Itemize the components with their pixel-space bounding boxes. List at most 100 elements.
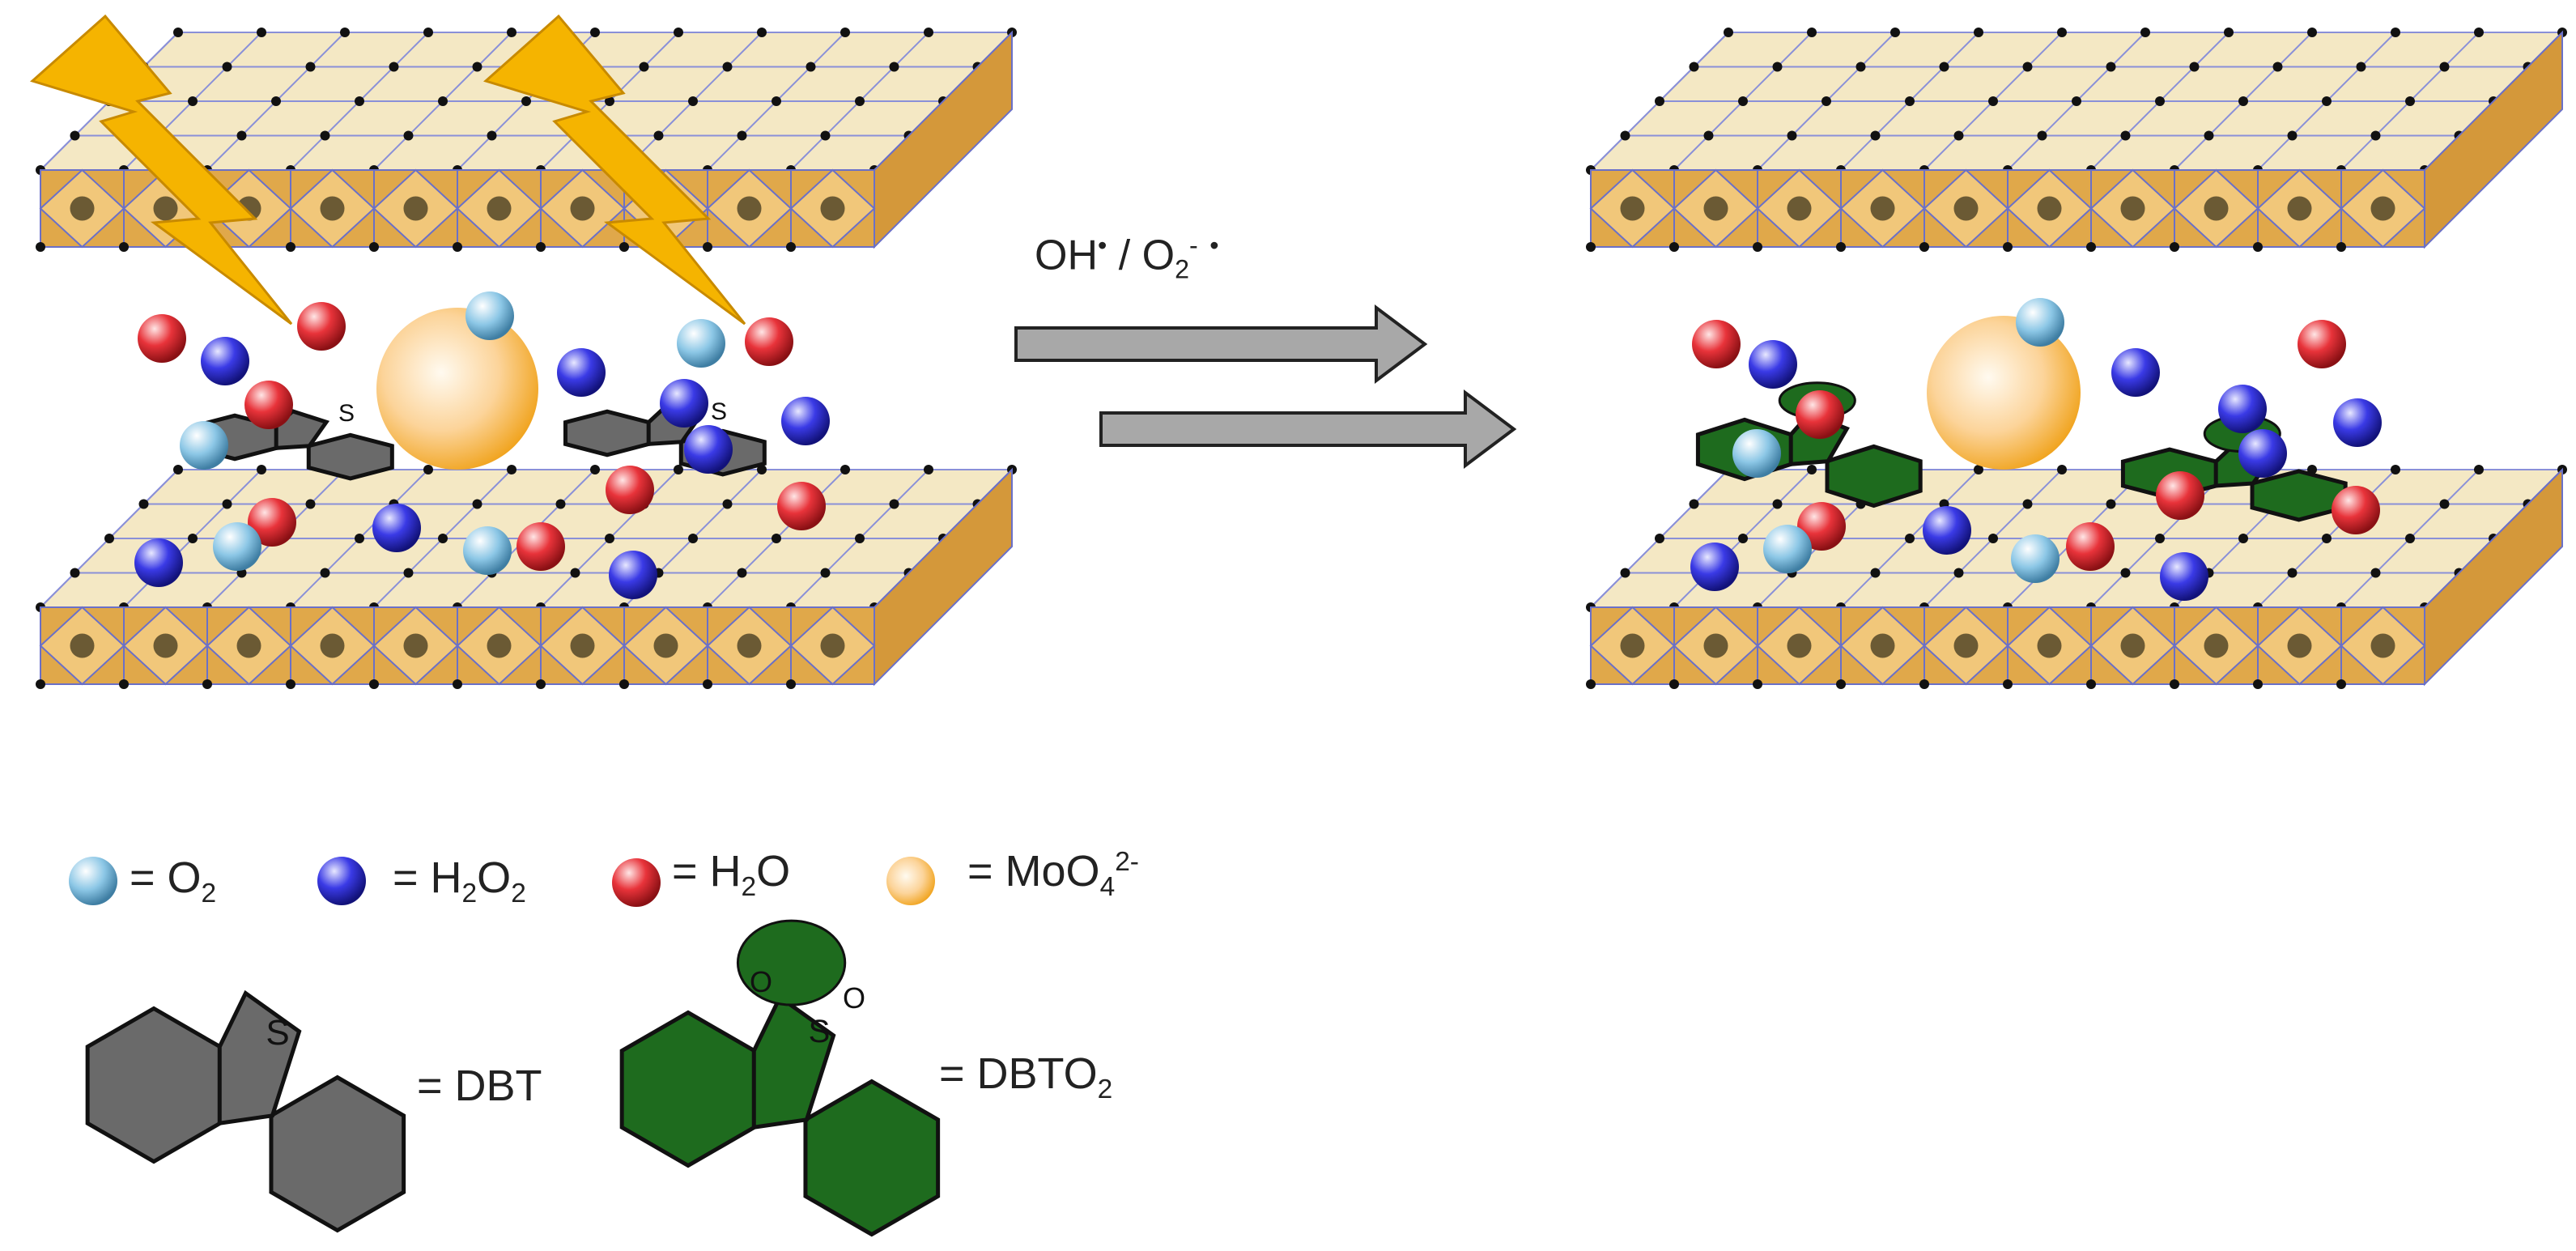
slab-vertex-dot xyxy=(2224,28,2234,37)
slab-vertex-dot xyxy=(855,96,865,106)
slab-vertex-dot xyxy=(1870,568,1881,578)
legend-dbto2-label: = DBTO2 xyxy=(939,1049,1113,1104)
h2o2-sphere xyxy=(781,397,830,445)
slab-vertex-dot xyxy=(2003,679,2013,689)
h2o2-sphere xyxy=(134,538,183,587)
sulfone-group xyxy=(736,919,847,1006)
reaction-arrows xyxy=(1014,304,1517,469)
slab-vertex-dot xyxy=(757,465,767,474)
slab-vertex-dot xyxy=(2057,28,2067,37)
slab-vertex-dot xyxy=(423,465,433,474)
slab-vertex-dot xyxy=(320,568,330,578)
slab-vertex-dot xyxy=(2022,62,2033,72)
octahedron-core xyxy=(320,633,345,658)
legend-moo4-label: = MoO42- xyxy=(967,847,1139,902)
h2o-sphere xyxy=(777,482,826,530)
slab-vertex-dot xyxy=(173,28,183,37)
slab-vertex-dot xyxy=(188,96,198,106)
slab-vertex-dot xyxy=(1836,679,1846,689)
slab-vertex-dot xyxy=(703,679,712,689)
slab-vertex-dot xyxy=(722,62,733,72)
slab-vertex-dot xyxy=(2439,499,2450,509)
slab-vertex-dot xyxy=(2086,679,2096,689)
slab-vertex-dot xyxy=(2120,568,2131,578)
slab-vertex-dot xyxy=(2155,96,2165,106)
legend-o2-sphere xyxy=(69,857,117,905)
slab-vertex-dot xyxy=(1787,130,1797,141)
slab-vertex-dot xyxy=(36,679,45,689)
slab-vertex-dot xyxy=(2322,534,2332,543)
sulfur-atom-label: S xyxy=(338,400,355,427)
slab-vertex-dot xyxy=(639,62,649,72)
benzene-ring xyxy=(563,409,652,457)
h2o-sphere xyxy=(2066,522,2115,571)
slab-vertex-dot xyxy=(1738,534,1748,543)
slab-vertex-dot xyxy=(840,465,850,474)
slab-vertex-dot xyxy=(1689,62,1699,72)
slab-vertex-dot xyxy=(222,62,232,72)
slab-vertex-dot xyxy=(286,679,295,689)
slab-vertex-dot xyxy=(1703,130,1714,141)
slab-vertex-dot xyxy=(70,130,80,141)
slab-vertex-dot xyxy=(521,96,531,106)
slab-vertex-dot xyxy=(138,499,149,509)
slab-vertex-dot xyxy=(2287,568,2298,578)
slab-vertex-dot xyxy=(2189,62,2200,72)
slab-vertex-dot xyxy=(355,534,364,543)
slab-vertex-dot xyxy=(1655,96,1664,106)
h2o2-sphere xyxy=(1690,543,1739,591)
slab-vertex-dot xyxy=(2439,62,2450,72)
slab-vertex-dot xyxy=(688,534,698,543)
legend-h2o-label: = H2O xyxy=(672,847,791,902)
slab-vertex-dot xyxy=(889,499,899,509)
slab-vertex-dot xyxy=(2253,679,2263,689)
octahedron-core xyxy=(2204,196,2229,221)
h2o-sphere xyxy=(606,466,654,514)
slab-vertex-dot xyxy=(737,568,747,578)
h2o2-sphere xyxy=(2238,429,2287,478)
slab-vertex-dot xyxy=(1753,679,1762,689)
slab-vertex-dot xyxy=(2204,130,2214,141)
slab-vertex-dot xyxy=(1669,242,1679,252)
moo4-sphere xyxy=(1927,316,2081,470)
octahedron-core xyxy=(70,196,95,221)
slab-vertex-dot xyxy=(786,679,796,689)
slab-vertex-dot xyxy=(1988,96,1998,106)
legend-dbt-molecule xyxy=(85,989,406,1233)
h2o-sphere xyxy=(297,302,346,351)
h2o-sphere xyxy=(244,381,293,429)
octahedron-core xyxy=(70,633,95,658)
slab-vertex-dot xyxy=(271,96,281,106)
octahedron-face xyxy=(790,169,875,248)
slab-vertex-dot xyxy=(2037,130,2047,141)
slab-vertex-dot xyxy=(2170,242,2179,252)
slab-vertex-dot xyxy=(688,96,698,106)
slab-vertex-dot xyxy=(472,62,482,72)
moo4-sphere xyxy=(376,308,538,470)
slab-vertex-dot xyxy=(772,96,781,106)
sulfur-atom-label: S xyxy=(711,398,727,425)
slab-vertex-dot xyxy=(590,28,600,37)
octahedron-core xyxy=(2204,633,2229,658)
molecules xyxy=(85,381,2348,1237)
slab-vertex-dot xyxy=(2405,534,2415,543)
h2o2-sphere xyxy=(201,337,249,385)
slab-vertex-dot xyxy=(2022,499,2033,509)
octahedron-core xyxy=(2120,196,2145,221)
slab-vertex-dot xyxy=(619,679,629,689)
reaction-condition-label: OH• / O2- • xyxy=(1035,231,1219,284)
h2o2-sphere xyxy=(609,551,657,599)
h2o2-sphere xyxy=(684,425,733,474)
h2o-sphere xyxy=(248,498,296,547)
slab-vertex-dot xyxy=(188,534,198,543)
octahedron-core xyxy=(820,633,845,658)
slab-vertex-dot xyxy=(2120,130,2131,141)
octahedron-core xyxy=(1703,633,1728,658)
slab-vertex-dot xyxy=(202,679,212,689)
octahedron-core xyxy=(1703,196,1728,221)
slab-vertex-dot xyxy=(1821,96,1831,106)
slab-vertex-dot xyxy=(1586,679,1596,689)
slab-vertex-dot xyxy=(2370,568,2381,578)
o2-sphere xyxy=(2016,298,2064,347)
legend-o2-label: = O2 xyxy=(130,853,217,908)
